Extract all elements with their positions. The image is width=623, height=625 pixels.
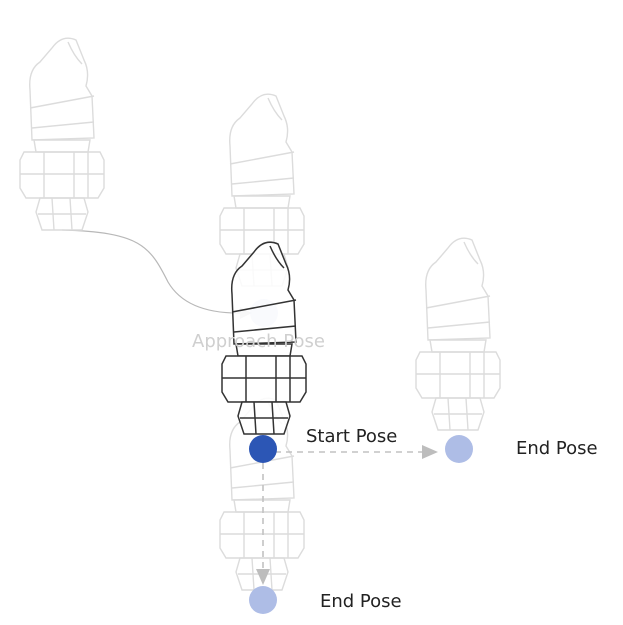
end-pose-bottom-label: End Pose: [320, 591, 402, 612]
end-pose-bottom-point-icon: [249, 586, 277, 614]
start-pose-label: Start Pose: [306, 426, 398, 447]
approach-path-line: [61, 229, 245, 314]
end-pose-right-label: End Pose: [516, 438, 598, 459]
approach-pose-label: Approach Pose: [192, 331, 325, 352]
right-arrow-head: [422, 445, 438, 459]
robot-arm-icon-far-left: [19, 37, 105, 231]
end-pose-right-point-icon: [445, 435, 473, 463]
down-arrow-head: [256, 569, 270, 585]
start-pose-point-icon: [249, 435, 277, 463]
robot-arm-icon-right: [415, 237, 501, 431]
